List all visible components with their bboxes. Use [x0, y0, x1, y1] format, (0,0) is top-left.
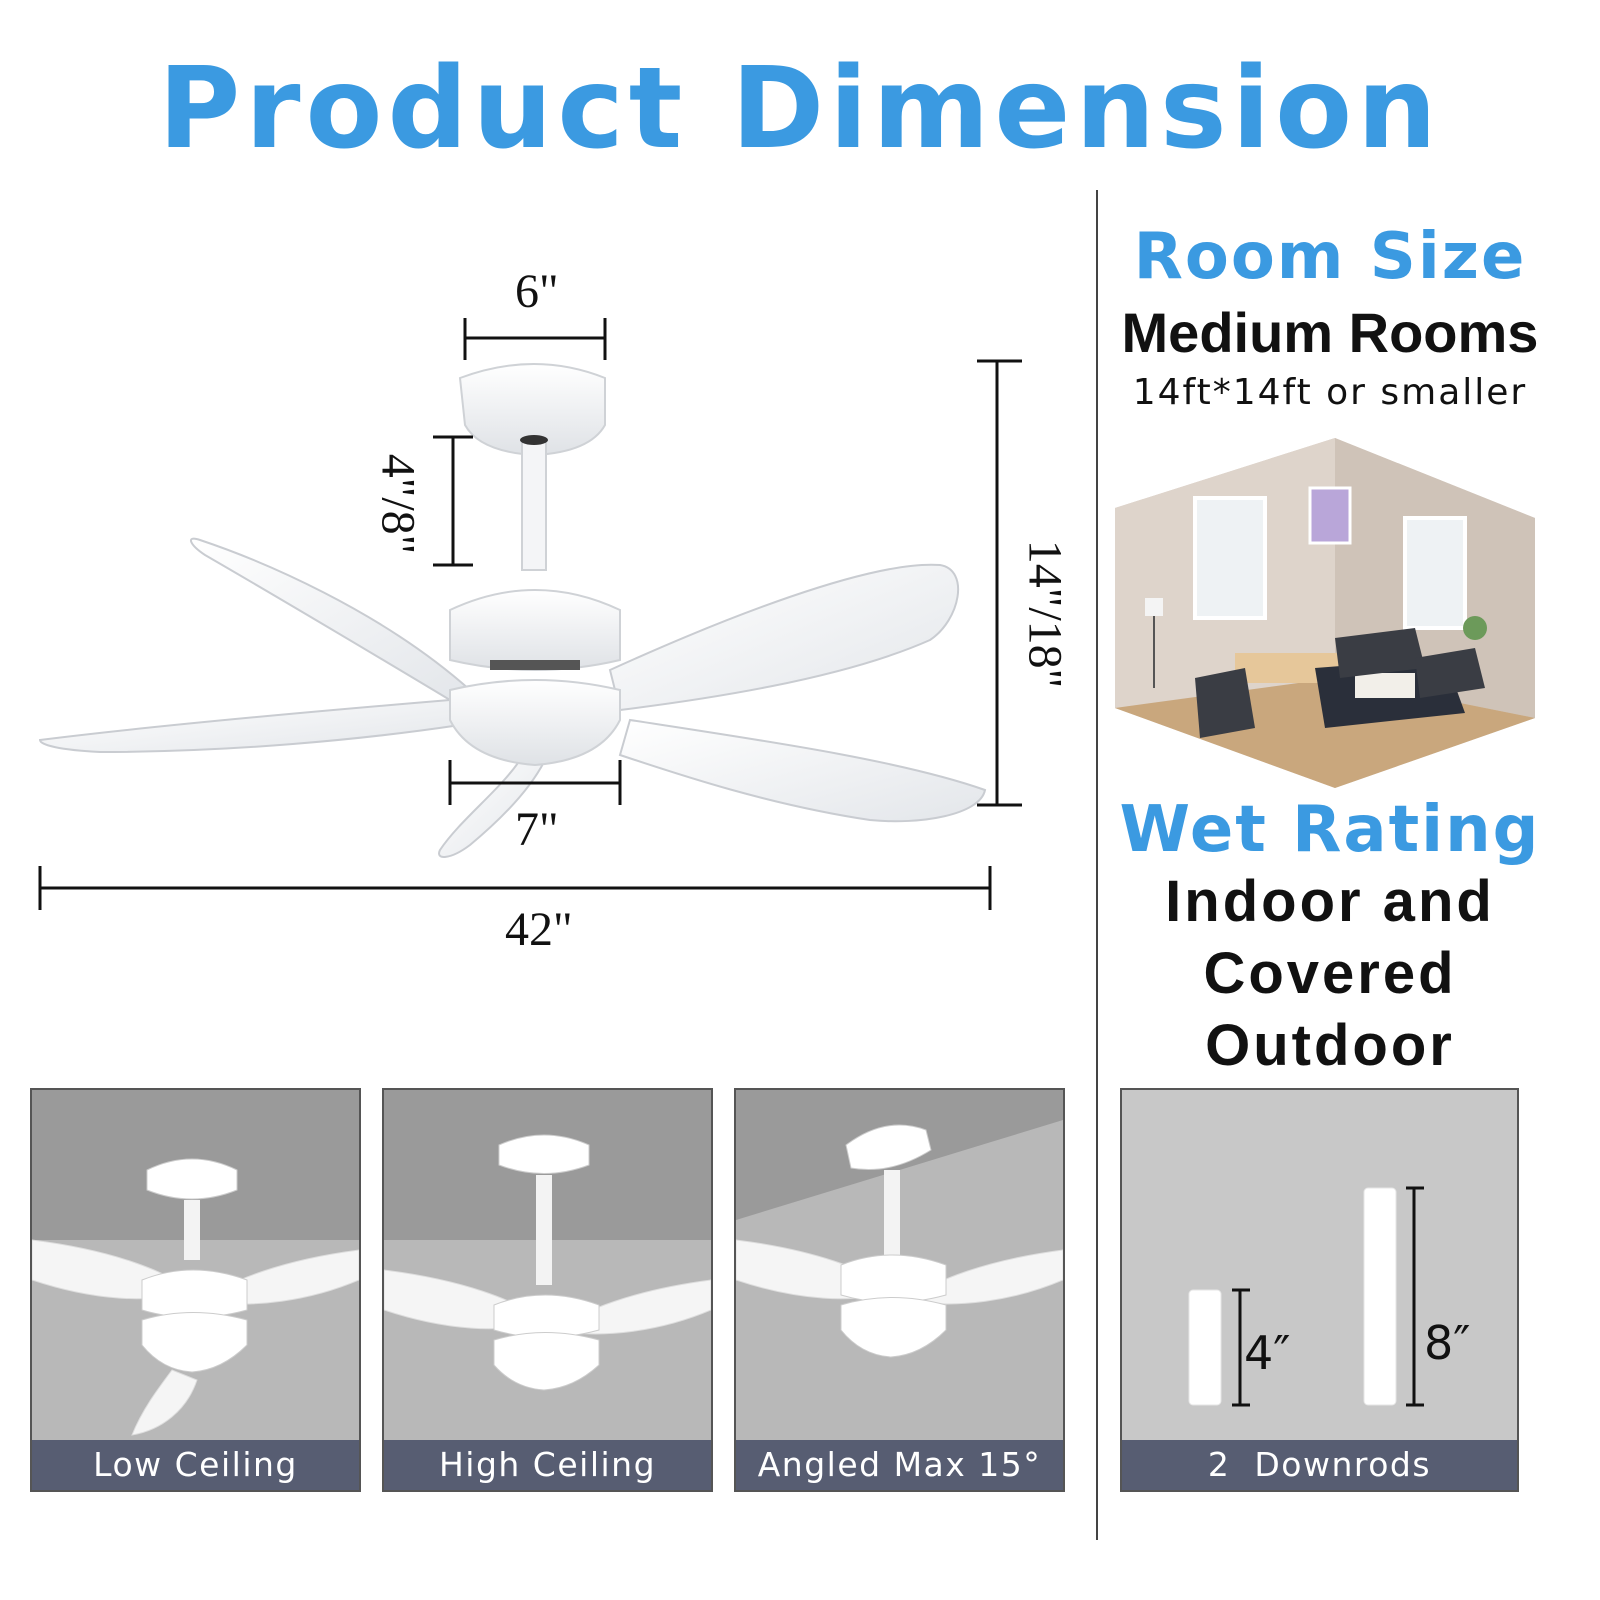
downrod-length-label: 4"/8" [371, 453, 425, 555]
motor-housing [449, 589, 621, 671]
fan-blades [38, 537, 987, 858]
mount-panel-low-ceiling: Low Ceiling [30, 1088, 361, 1492]
canopy [458, 363, 606, 457]
fan-high-ceiling-image [384, 1090, 711, 1391]
canopy-width-label: 6" [515, 265, 559, 318]
blade-span-label: 42" [505, 903, 573, 956]
room-size-label: Medium Rooms [1121, 301, 1539, 364]
short-downrod-label: 4″ [1244, 1326, 1291, 1380]
room-illustration [1115, 438, 1535, 788]
downrod [521, 439, 547, 571]
long-downrod-label: 8″ [1424, 1316, 1471, 1370]
mount-caption: Low Ceiling [32, 1440, 359, 1490]
ceiling-fan-diagram [38, 318, 1022, 910]
wet-rating-heading: Wet Rating [1119, 793, 1541, 867]
downrods-caption: 2 Downrods [1122, 1440, 1517, 1490]
vertical-divider [1096, 190, 1098, 1540]
light-width-label: 7" [515, 803, 559, 856]
wet-rating-line: Indoor and [1165, 869, 1495, 934]
fan-angled-ceiling-image [736, 1090, 1063, 1358]
fan-low-ceiling-image [32, 1090, 359, 1436]
light-kit [449, 679, 621, 767]
mount-panel-angled: Angled Max 15° [734, 1088, 1065, 1492]
mount-panel-high-ceiling: High Ceiling [382, 1088, 713, 1492]
room-size-heading: Room Size [1133, 220, 1527, 294]
wet-rating-line: Covered [1203, 941, 1457, 1006]
wet-rating-line: Outdoor [1205, 1013, 1455, 1078]
room-size-detail: 14ft*14ft or smaller [1132, 372, 1528, 413]
mount-caption: High Ceiling [384, 1440, 711, 1490]
total-height-label: 14"/18" [1018, 539, 1072, 689]
page-title: Product Dimension [158, 44, 1442, 174]
downrods-image [1188, 1186, 1424, 1407]
downrods-panel: 4″ 8″ 2 Downrods [1120, 1088, 1519, 1492]
mount-caption: Angled Max 15° [736, 1440, 1063, 1490]
